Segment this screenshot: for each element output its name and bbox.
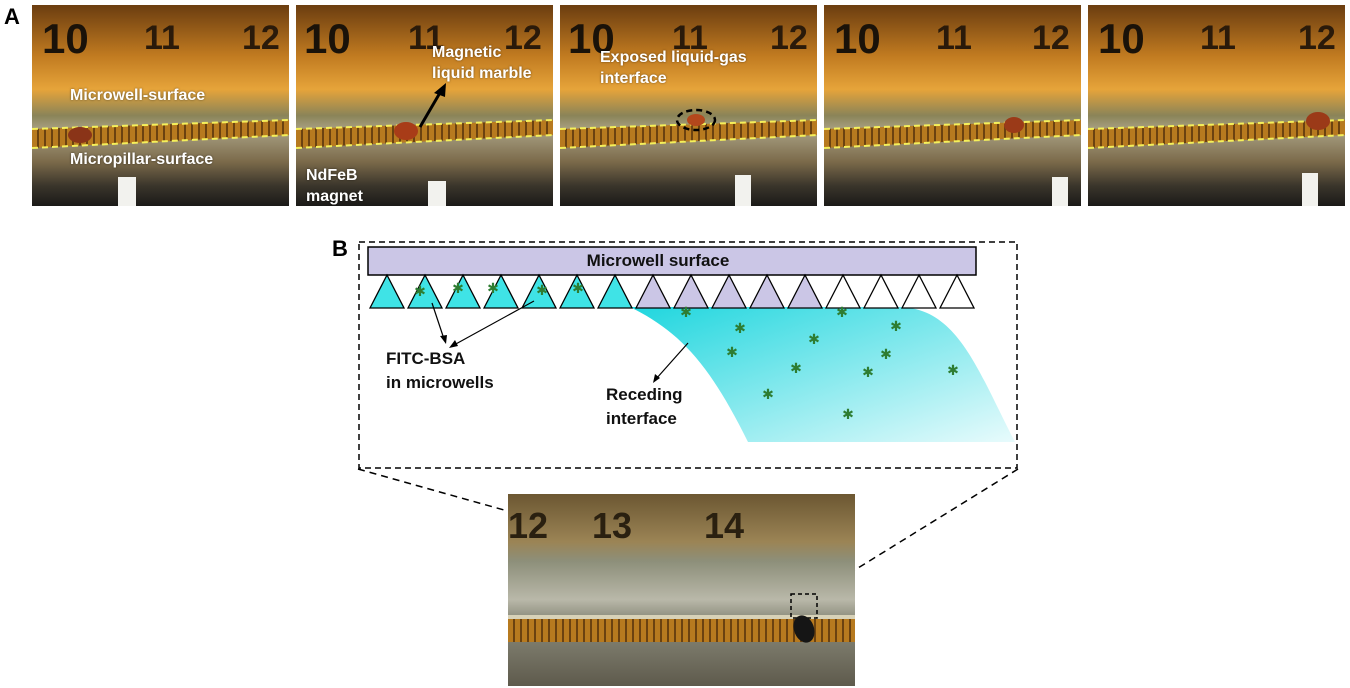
protein-molecule-icon: ✱: [790, 360, 802, 376]
microwell: [634, 273, 672, 309]
liquid-body: [630, 307, 1015, 442]
photo-frame-1: 10 11 12 Microwell-surface Micropillar-s…: [32, 5, 289, 206]
label-micropillar-surface: Micropillar-surface: [70, 151, 214, 168]
schematic-svg: ✱ ✱ ✱ ✱ ✱ ✱ ✱ ✱ ✱ ✱ ✱ ✱ ✱ ✱ ✱ ✱ ✱ Microwell surface: [358, 241, 1018, 469]
svg-text:12: 12: [770, 19, 808, 57]
microwell: [368, 273, 406, 309]
label-microwell-surface: Microwell-surface: [70, 87, 206, 104]
arrow-icon: [431, 302, 445, 340]
label-line: interface: [606, 409, 677, 428]
svg-text:10: 10: [304, 15, 351, 62]
protein-molecule-icon: ✱: [452, 280, 464, 296]
photo-image-2: 10 11 12: [296, 5, 553, 206]
microwell: [710, 273, 748, 309]
protein-molecule-icon: ✱: [880, 346, 892, 362]
svg-text:10: 10: [568, 15, 615, 62]
microwell: [786, 273, 824, 309]
microwell: [520, 273, 558, 309]
svg-text:12: 12: [1298, 19, 1336, 57]
microwell: [748, 273, 786, 309]
protein-molecule-icon: ✱: [890, 318, 902, 334]
label-line: interface: [600, 70, 667, 87]
arrow-icon: [418, 90, 443, 128]
bottom-photo-image: 12 13 14: [508, 494, 855, 686]
photo-frame-3: 10 11 12 Exposed liquid-gas interface: [560, 5, 817, 206]
protein-molecule-icon: ✱: [414, 283, 426, 299]
photo-frame-4: 10 11 12: [824, 5, 1081, 206]
label-receding-interface: Receding interface: [606, 383, 683, 431]
svg-text:12: 12: [508, 505, 548, 546]
label-line: magnet: [306, 188, 363, 205]
photo-image-5: 10 11 12: [1088, 5, 1345, 206]
label-line: NdFeB: [306, 167, 358, 184]
microwell: [862, 273, 900, 309]
label-line: in microwells: [386, 373, 494, 392]
photo-image-4: 10 11 12: [824, 5, 1081, 206]
protein-molecule-icon: ✱: [762, 386, 774, 402]
microwell-teeth: [368, 273, 976, 309]
arrow-icon: [655, 342, 689, 380]
label-line: liquid marble: [432, 65, 532, 82]
diagram-title: Microwell surface: [587, 251, 730, 270]
label-exposed-interface: Exposed liquid-gas interface: [600, 47, 747, 89]
protein-molecule-icon: ✱: [842, 406, 854, 422]
svg-text:12: 12: [1032, 19, 1070, 57]
svg-text:11: 11: [936, 19, 972, 57]
protein-molecule-icon: ✱: [680, 304, 692, 320]
svg-text:12: 12: [504, 19, 542, 57]
svg-text:11: 11: [1200, 19, 1236, 57]
bottom-photo: 12 13 14: [508, 494, 855, 686]
label-line: Exposed liquid-gas: [600, 49, 747, 66]
photo-image-3: 10 11 12: [560, 5, 817, 206]
protein-molecule-icon: ✱: [808, 331, 820, 347]
protein-molecule-icon: ✱: [836, 304, 848, 320]
microwell: [938, 273, 976, 309]
photo-frame-2: 10 11 12 Magnetic liquid marble NdFeB ma…: [296, 5, 553, 206]
microwell: [824, 273, 862, 309]
label-fitc-bsa: FITC-BSA in microwells: [386, 347, 494, 395]
svg-text:11: 11: [144, 19, 180, 57]
protein-molecule-icon: ✱: [734, 320, 746, 336]
label-line: Magnetic: [432, 44, 502, 61]
microwell: [558, 273, 596, 309]
svg-text:10: 10: [834, 15, 881, 62]
protein-molecule-icon: ✱: [536, 282, 548, 298]
svg-text:14: 14: [704, 505, 744, 546]
microwell: [900, 273, 938, 309]
panel-label-b: B: [332, 236, 348, 261]
schematic-diagram: ✱ ✱ ✱ ✱ ✱ ✱ ✱ ✱ ✱ ✱ ✱ ✱ ✱ ✱ ✱ ✱ ✱ Microwell surface FITC…: [358, 241, 1018, 469]
protein-molecule-icon: ✱: [572, 280, 584, 296]
svg-text:11: 11: [672, 19, 708, 57]
microwell: [672, 273, 710, 309]
protein-molecule-icon: ✱: [947, 362, 959, 378]
photo-frame-5: 10 11 12: [1088, 5, 1345, 206]
ruler-number: 10: [42, 15, 89, 62]
label-line: FITC-BSA: [386, 349, 466, 368]
svg-text:13: 13: [592, 505, 632, 546]
microwell: [406, 273, 444, 309]
dashed-circle-icon: [675, 108, 717, 132]
label-line: Receding: [606, 385, 683, 404]
microwell: [596, 273, 634, 309]
svg-text:12: 12: [242, 19, 280, 57]
arrow-icon: [453, 300, 535, 346]
protein-molecule-icon: ✱: [487, 280, 499, 296]
panel-label-a: A: [4, 4, 20, 29]
liquid-marble: [793, 615, 815, 643]
svg-text:10: 10: [1098, 15, 1145, 62]
label-magnetic-liquid-marble: Magnetic liquid marble: [432, 42, 532, 84]
svg-text:11: 11: [408, 19, 444, 57]
protein-molecules: ✱ ✱ ✱ ✱ ✱ ✱ ✱ ✱ ✱ ✱ ✱ ✱ ✱ ✱ ✱ ✱ ✱: [414, 280, 959, 422]
microwell-plate: [367, 246, 977, 276]
label-ndfeb-magnet: NdFeB magnet: [306, 165, 363, 206]
protein-molecule-icon: ✱: [862, 364, 874, 380]
microwell: [482, 273, 520, 309]
microwell: [444, 273, 482, 309]
protein-molecule-icon: ✱: [726, 344, 738, 360]
photo-image-1: 10 11 12: [32, 5, 289, 206]
